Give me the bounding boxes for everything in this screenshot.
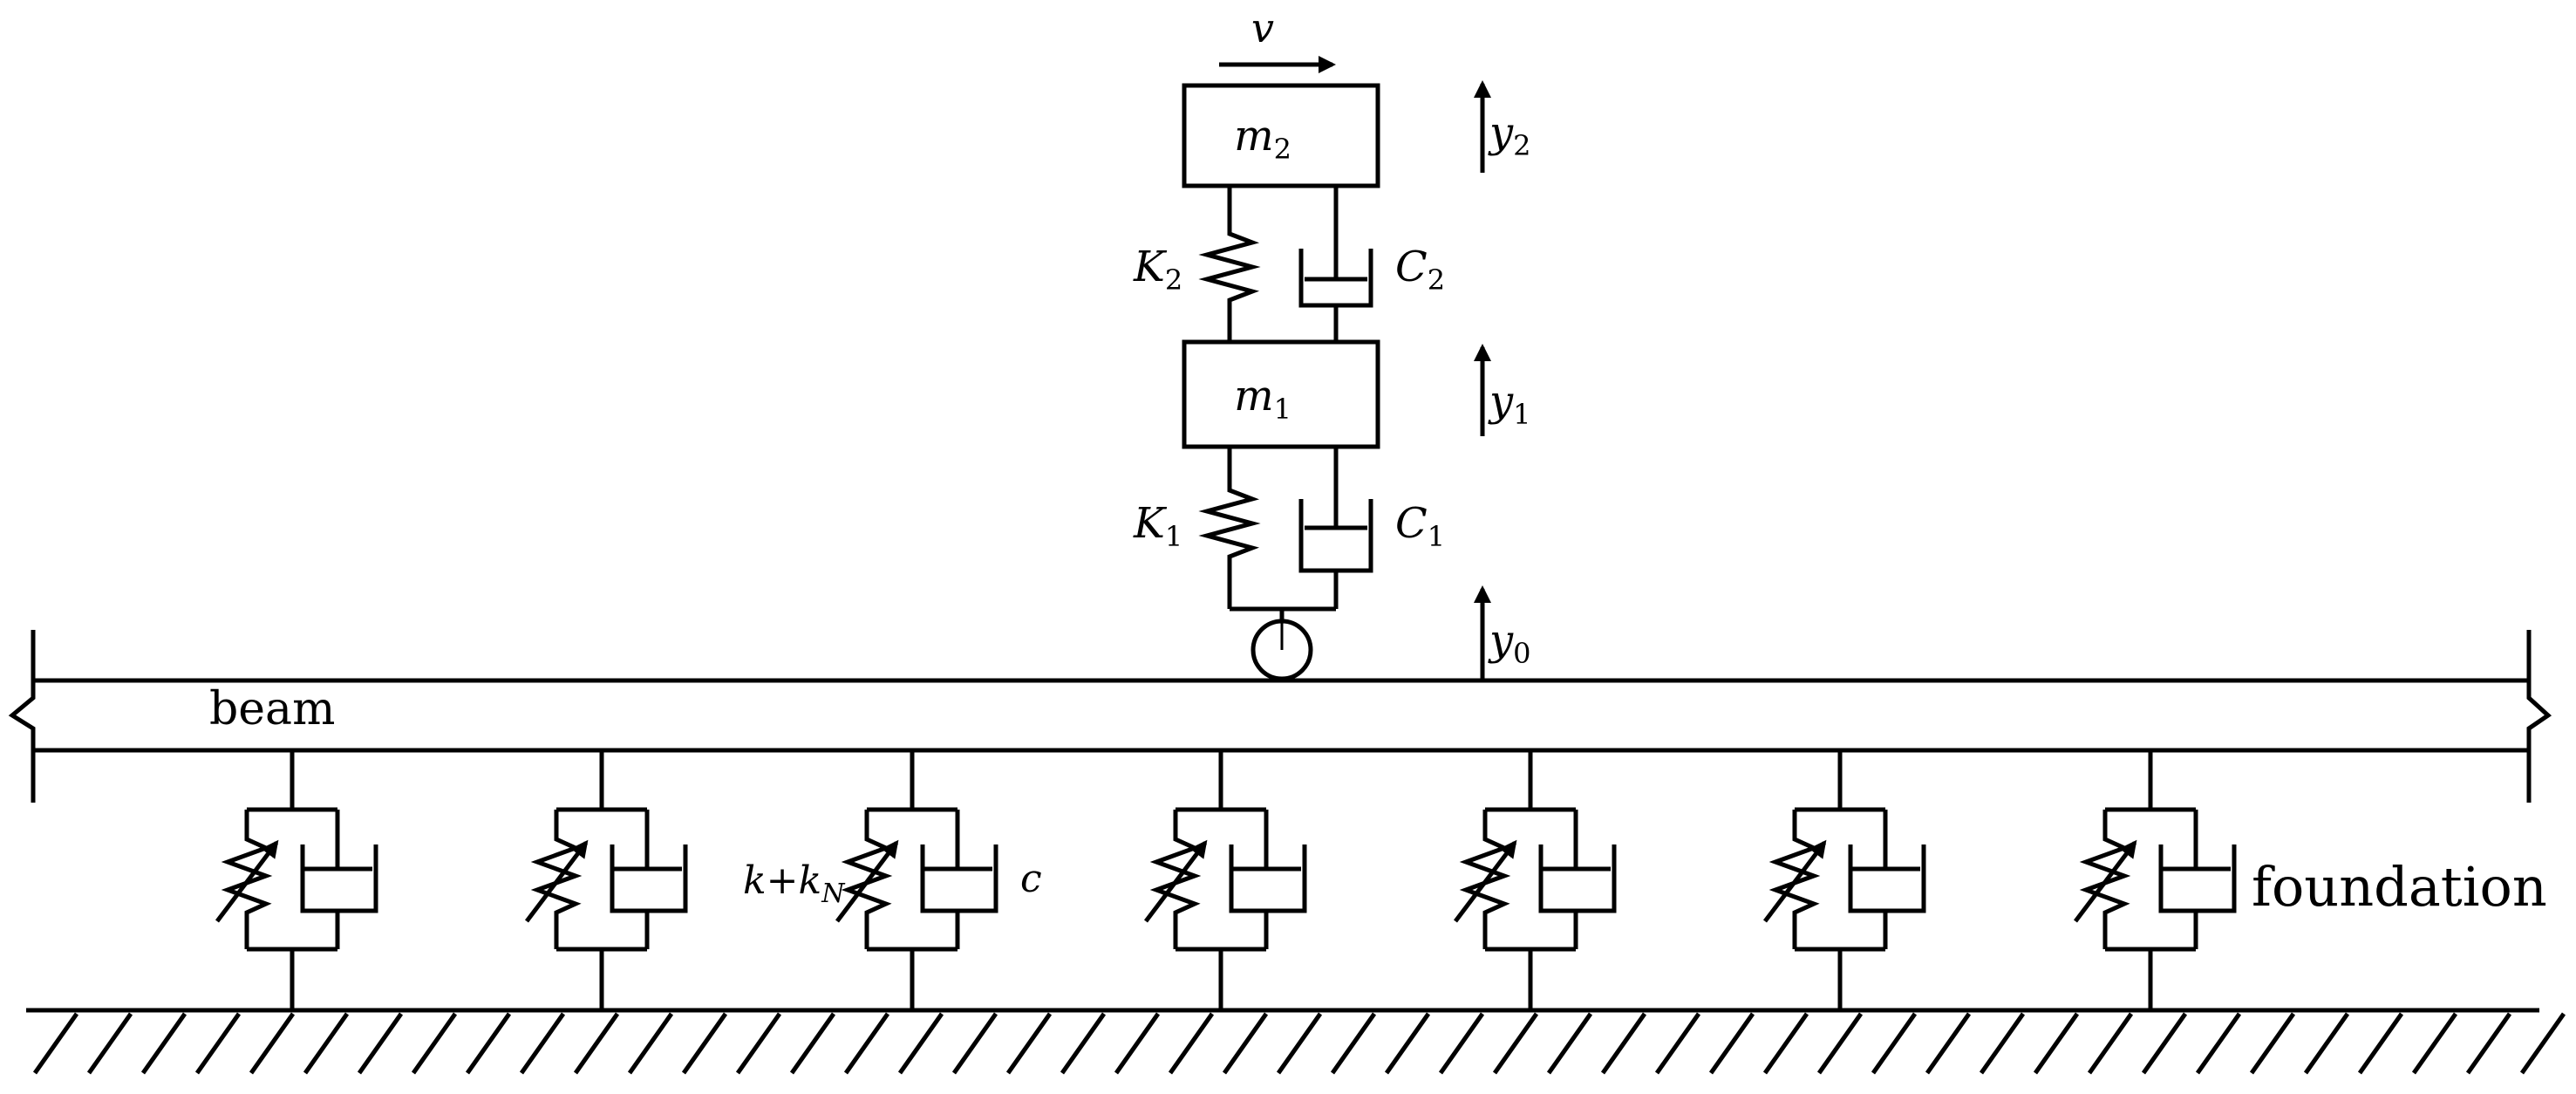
ground-hatching	[32, 1012, 2566, 1075]
spring-k1-label: K1	[1133, 499, 1182, 553]
foundation-spring-damper-unit	[1454, 750, 1617, 1010]
disp-y1-label: y1	[1488, 377, 1530, 431]
disp-y0-label: y0	[1488, 616, 1530, 670]
nonlinear-spring	[1149, 810, 1202, 949]
foundation-damper	[610, 810, 688, 949]
variable-stiffness-arrow	[1763, 839, 1827, 923]
variable-stiffness-arrow	[215, 839, 279, 923]
nonlinear-spring	[221, 810, 273, 949]
damper-c1-label: C1	[1395, 499, 1445, 553]
damper-c2	[1298, 186, 1373, 342]
mass-m2-label: m2	[1234, 112, 1291, 166]
foundation-spring-damper-unit	[1763, 750, 1926, 1010]
mass-m1-block	[1182, 339, 1380, 449]
foundation-damper	[1538, 810, 1617, 949]
foundation-damper	[300, 810, 378, 949]
variable-stiffness-arrow	[2074, 839, 2137, 923]
spring-k2-label: K2	[1133, 243, 1182, 297]
spring-k2	[1198, 186, 1261, 342]
foundation-label: foundation	[2252, 855, 2547, 919]
foundation-spring-damper-unit	[525, 750, 688, 1010]
foundation-damper	[920, 810, 998, 949]
foundation-spring-damper-unit	[835, 750, 998, 1010]
variable-stiffness-arrow	[835, 839, 899, 923]
variable-stiffness-arrow	[1454, 839, 1517, 923]
foundation-damper	[1848, 810, 1926, 949]
mass-m1-label: m1	[1234, 372, 1291, 426]
nonlinear-spring	[530, 810, 583, 949]
foundation-stiffness-label: k+kN	[743, 858, 846, 909]
nonlinear-spring	[1768, 810, 1821, 949]
beam-break-left	[8, 630, 36, 803]
spring-k1	[1198, 447, 1261, 609]
nonlinear-spring	[2079, 810, 2131, 949]
foundation-damper	[2158, 810, 2237, 949]
beam-break-right	[2526, 630, 2552, 803]
beam-label: beam	[209, 683, 335, 735]
disp-y2-label: y2	[1488, 108, 1530, 162]
foundation-damping-label: c	[1020, 857, 1042, 901]
velocity-label: v	[1251, 4, 1274, 51]
damper-c2-label: C2	[1395, 243, 1445, 297]
foundation-spring-damper-unit	[2074, 750, 2237, 1010]
nonlinear-spring	[841, 810, 893, 949]
foundation-spring-damper-unit	[1144, 750, 1307, 1010]
foundation-spring-damper-unit	[215, 750, 378, 1010]
nonlinear-spring	[1459, 810, 1511, 949]
variable-stiffness-arrow	[525, 839, 589, 923]
foundation-units	[215, 750, 2237, 1010]
mass-m2-block	[1182, 83, 1380, 188]
foundation-damper	[1229, 810, 1307, 949]
damper-c1	[1298, 447, 1373, 609]
variable-stiffness-arrow	[1144, 839, 1208, 923]
